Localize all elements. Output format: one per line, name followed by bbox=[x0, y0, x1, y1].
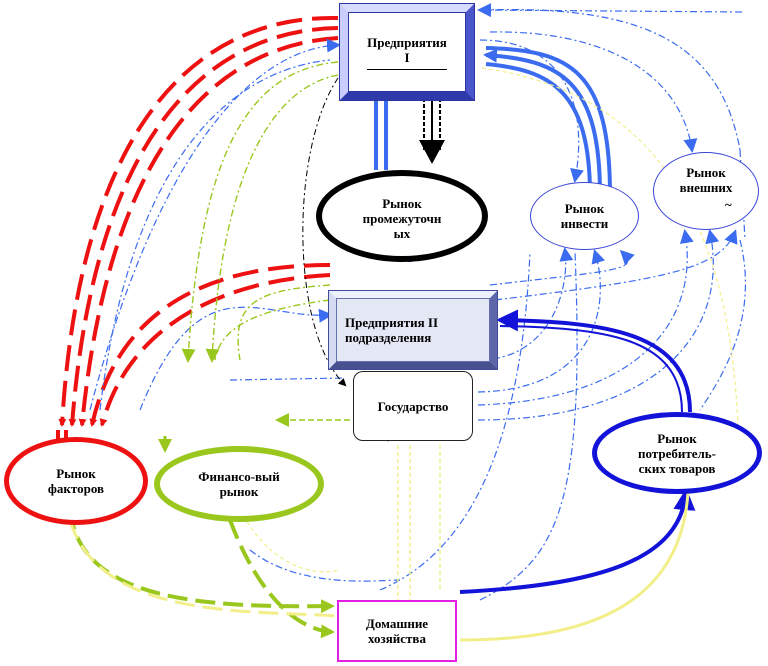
investment-market-node: Рынок инвести bbox=[530, 182, 639, 250]
external-market-mark: ~ bbox=[725, 197, 732, 212]
olive-flows bbox=[68, 61, 350, 639]
consumer-market-node: Рынок потребитель- ских товаров bbox=[592, 412, 762, 494]
households-node: Домашние хозяйства bbox=[337, 600, 457, 662]
financial-market-label: Финансо-вый рынок bbox=[198, 469, 280, 499]
blue-thin-flows bbox=[89, 3, 746, 601]
state-node: Государство bbox=[353, 371, 473, 441]
consumer-market-label: Рынок потребитель- ских товаров bbox=[637, 430, 716, 476]
factor-market-node: Рынок факторов bbox=[4, 437, 148, 525]
investment-market-label: Рынок инвести bbox=[560, 201, 609, 231]
enterprises-2-node: Предприятия II подразделения bbox=[328, 290, 498, 370]
intermediate-market-label: Рынок промежуточн ых bbox=[362, 196, 442, 241]
state-label: Государство bbox=[377, 398, 449, 414]
households-label: Домашние хозяйства bbox=[365, 616, 429, 646]
red-flows bbox=[56, 15, 339, 470]
enterprises-1-node: Предприятия I bbox=[339, 3, 475, 101]
intermediate-market-node: Рынок промежуточн ых bbox=[316, 170, 488, 262]
external-market-node: Рынок внешних ~ bbox=[653, 152, 759, 230]
financial-market-node: Финансо-вый рынок bbox=[154, 446, 324, 522]
dark-blue-flows bbox=[459, 309, 696, 594]
enterprises-1-rule bbox=[367, 68, 447, 70]
enterprises-1-label: Предприятия I bbox=[367, 34, 447, 65]
factor-market-label: Рынок факторов bbox=[47, 466, 105, 496]
enterprises-2-label: Предприятия II подразделения bbox=[345, 315, 439, 345]
external-market-label: Рынок внешних bbox=[679, 165, 733, 195]
